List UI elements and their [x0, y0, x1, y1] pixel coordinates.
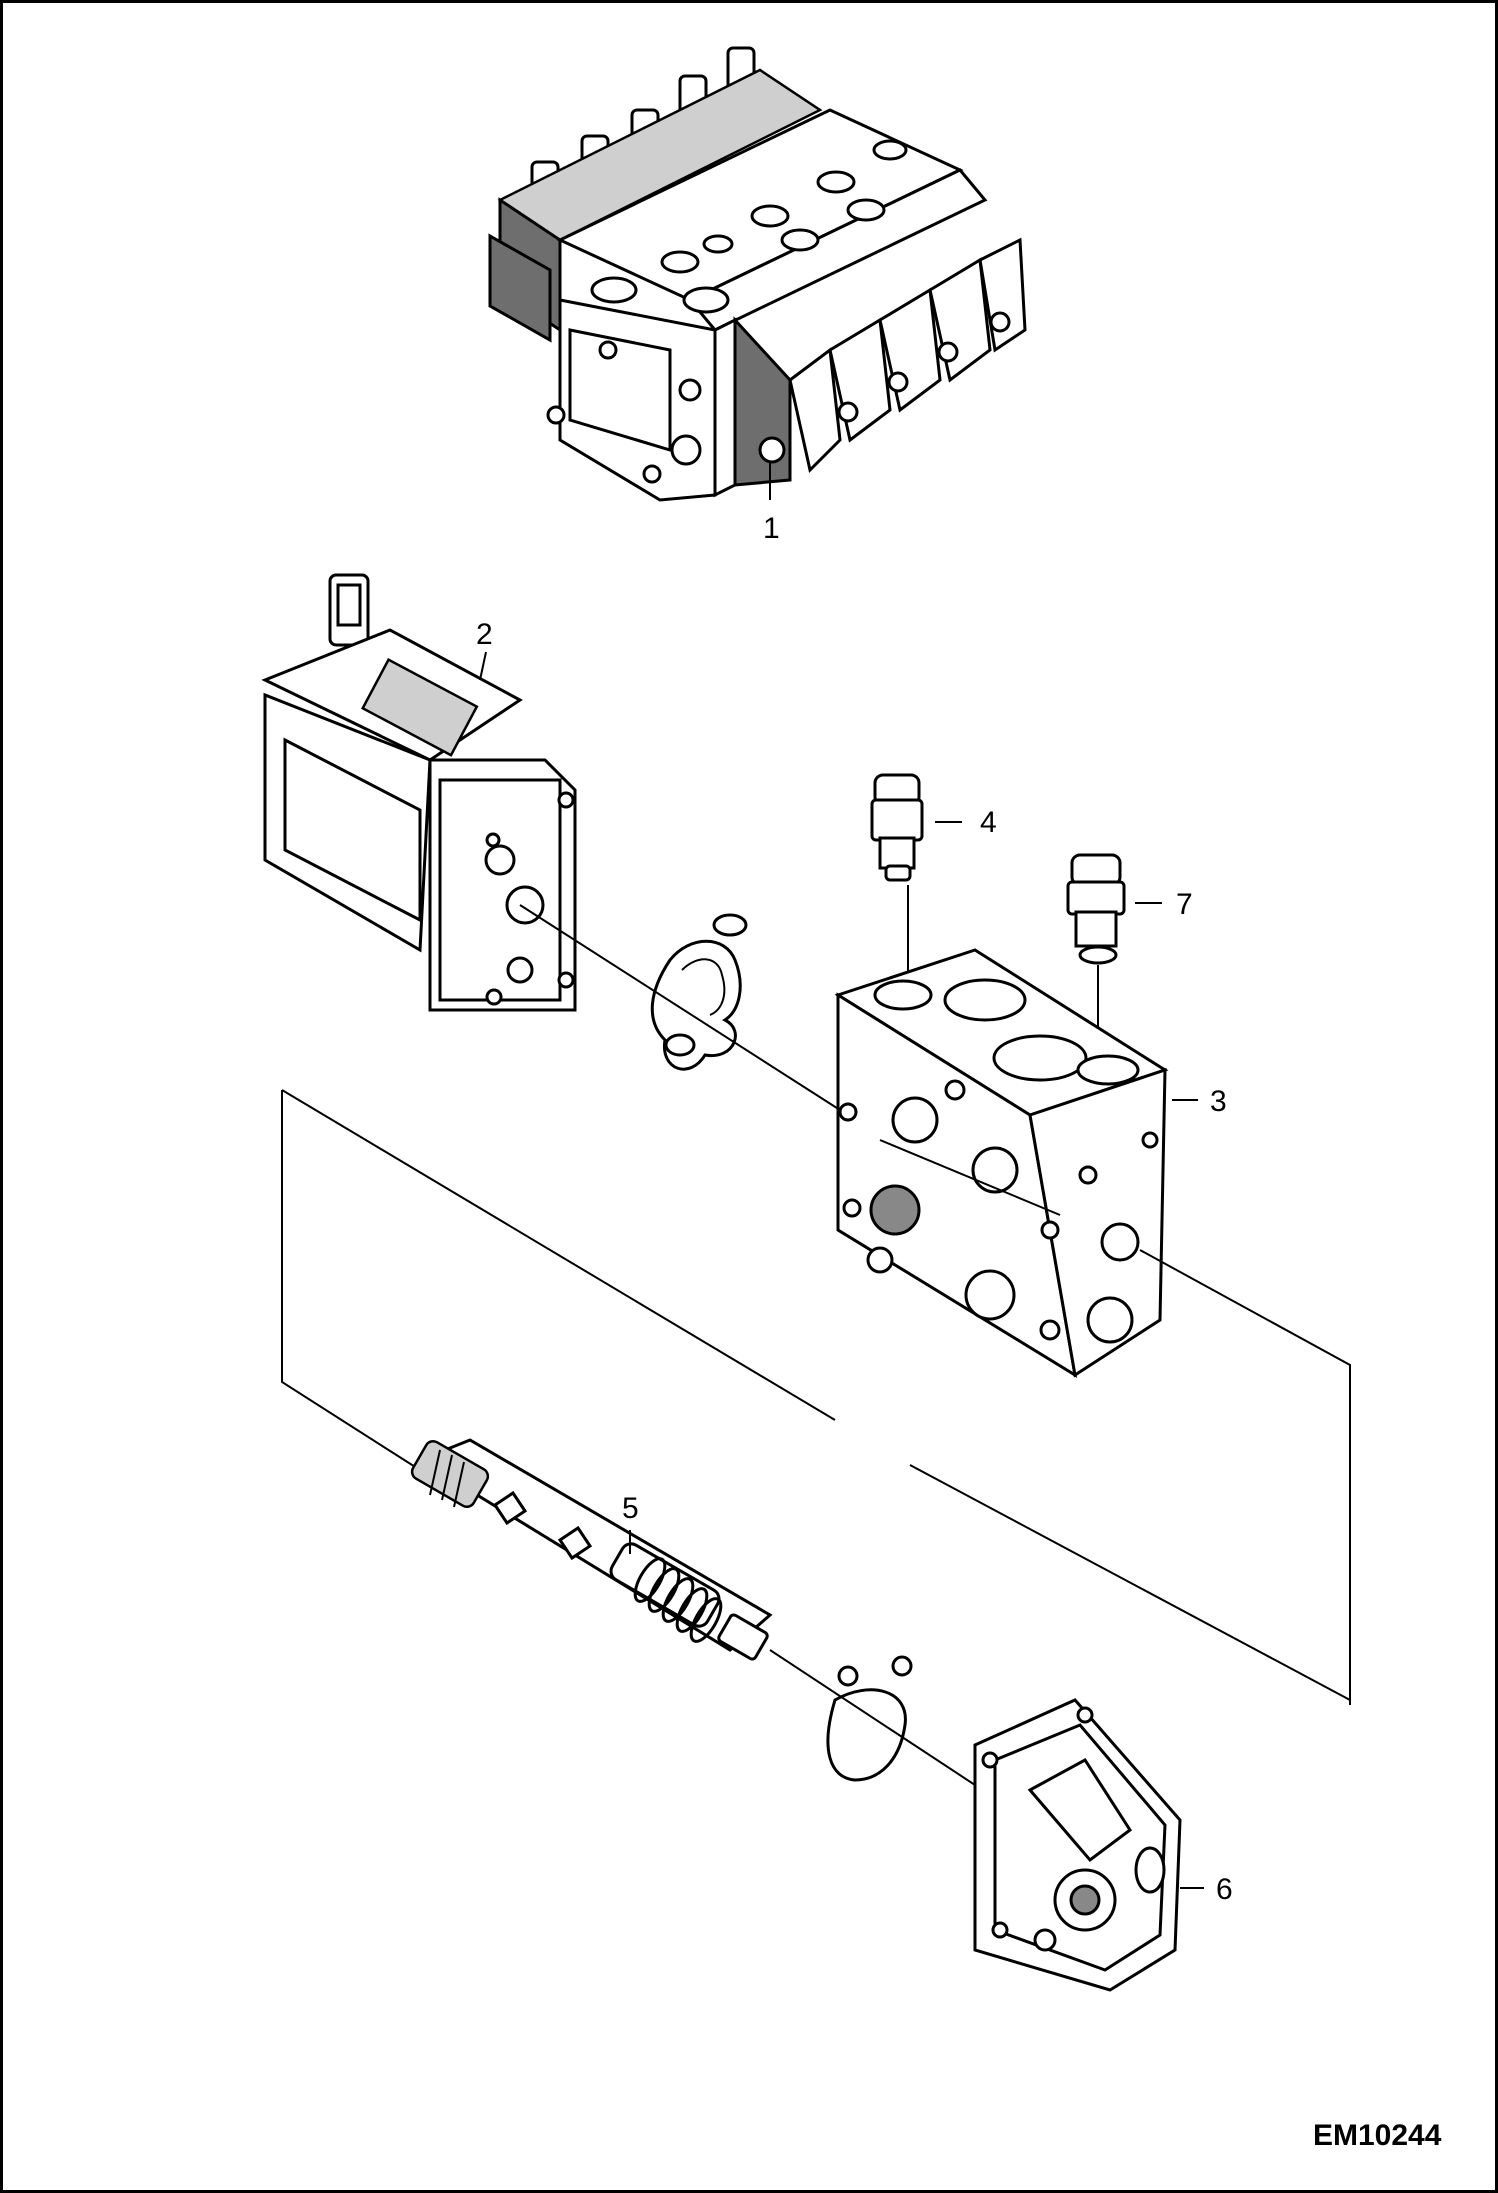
callout-7: 7: [1176, 888, 1193, 921]
top-ports: [590, 139, 908, 314]
solenoid-actuator-part-2: 2: [261, 573, 577, 1012]
relief-cartridge-part-4: 4: [870, 773, 997, 995]
drawing-code: EM10244: [1313, 2119, 1442, 2152]
valve-assembly-part-1: 1: [488, 46, 1027, 545]
valve-section-part-3: 3: [834, 948, 1227, 1379]
callout-1: 1: [763, 512, 780, 545]
callout-5: 5: [622, 1492, 639, 1525]
side-caps: [758, 237, 1027, 473]
spool-part-5: 5: [410, 1438, 773, 1661]
gasket-upper: [650, 913, 748, 1071]
leader-bracket-right: [1139, 1249, 1351, 1705]
callout-4: 4: [980, 806, 997, 839]
end-cover-part-6: 6: [973, 1698, 1233, 1992]
assembly-axis-lower: [769, 1649, 976, 1786]
callout-3: 3: [1210, 1085, 1227, 1118]
leader-bracket-diag: [281, 1089, 836, 1421]
gasket-lower: [826, 1655, 913, 1782]
valve-cartridge-part-7: 7: [1066, 853, 1193, 1060]
assembly-axis-upper: [519, 904, 841, 1111]
assembly-axis-upper-2: [879, 1139, 1061, 1216]
callout-2: 2: [476, 618, 493, 651]
leader-bracket-lower: [909, 1464, 1351, 1701]
leader-bracket-left: [281, 1090, 421, 1471]
callout-6: 6: [1216, 1873, 1233, 1906]
spool-spring: [633, 1557, 723, 1643]
